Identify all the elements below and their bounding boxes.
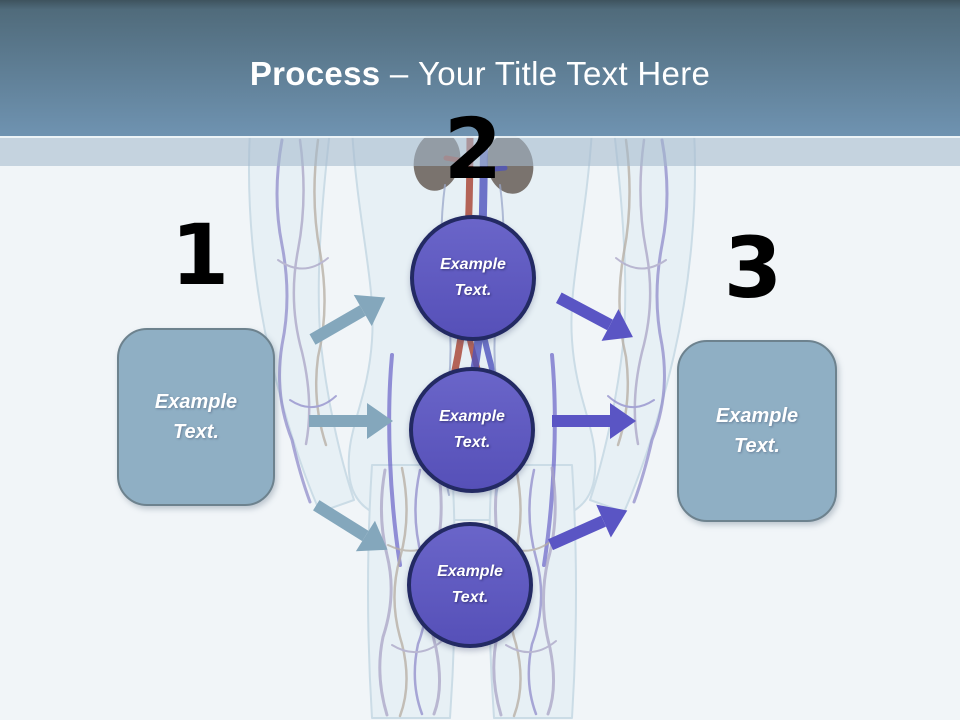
step3-box-label-line1: Example bbox=[715, 405, 799, 427]
step2-circle-1-label-line2: Text. bbox=[454, 282, 492, 299]
arrow-circle2-to-box3 bbox=[550, 403, 636, 439]
title-dash: – bbox=[389, 55, 409, 92]
arrow-shaft bbox=[309, 415, 367, 427]
step2-circle-2-label-line1: Example bbox=[439, 408, 505, 426]
arrow-head bbox=[610, 403, 636, 439]
arrow-shaft bbox=[552, 415, 610, 427]
step2-circle-2: Example Text. bbox=[409, 367, 535, 493]
arrow-head bbox=[367, 403, 393, 439]
step3-box: Example Text. bbox=[677, 340, 837, 522]
title-bar: Process – Your Title Text Here bbox=[0, 0, 960, 136]
step2-circle-3-label-line1: Example bbox=[437, 563, 503, 581]
step-number-3: 3 bbox=[723, 219, 783, 317]
step2-circle-1: Example Text. bbox=[410, 215, 536, 341]
step-number-1: 1 bbox=[170, 206, 230, 304]
header-band bbox=[0, 136, 960, 166]
step1-box: Example Text. bbox=[117, 328, 275, 506]
step2-circle-2-label-line2: Text. bbox=[453, 434, 491, 451]
step-number-2: 2 bbox=[443, 100, 503, 198]
step1-box-label-line1: Example bbox=[154, 391, 238, 413]
step2-circle-3-label-line2: Text. bbox=[451, 589, 489, 606]
title-text: Your Title Text Here bbox=[417, 55, 711, 92]
step3-box-label-line2: Text. bbox=[734, 435, 780, 457]
step2-circle-3: Example Text. bbox=[407, 522, 533, 648]
title-emphasis: Process bbox=[249, 55, 381, 92]
slide-title: Process – Your Title Text Here bbox=[0, 56, 960, 92]
step2-circle-1-label-line1: Example bbox=[440, 256, 506, 274]
arrow-box1-to-circle2 bbox=[307, 403, 393, 439]
step1-box-label-line2: Text. bbox=[173, 421, 219, 443]
